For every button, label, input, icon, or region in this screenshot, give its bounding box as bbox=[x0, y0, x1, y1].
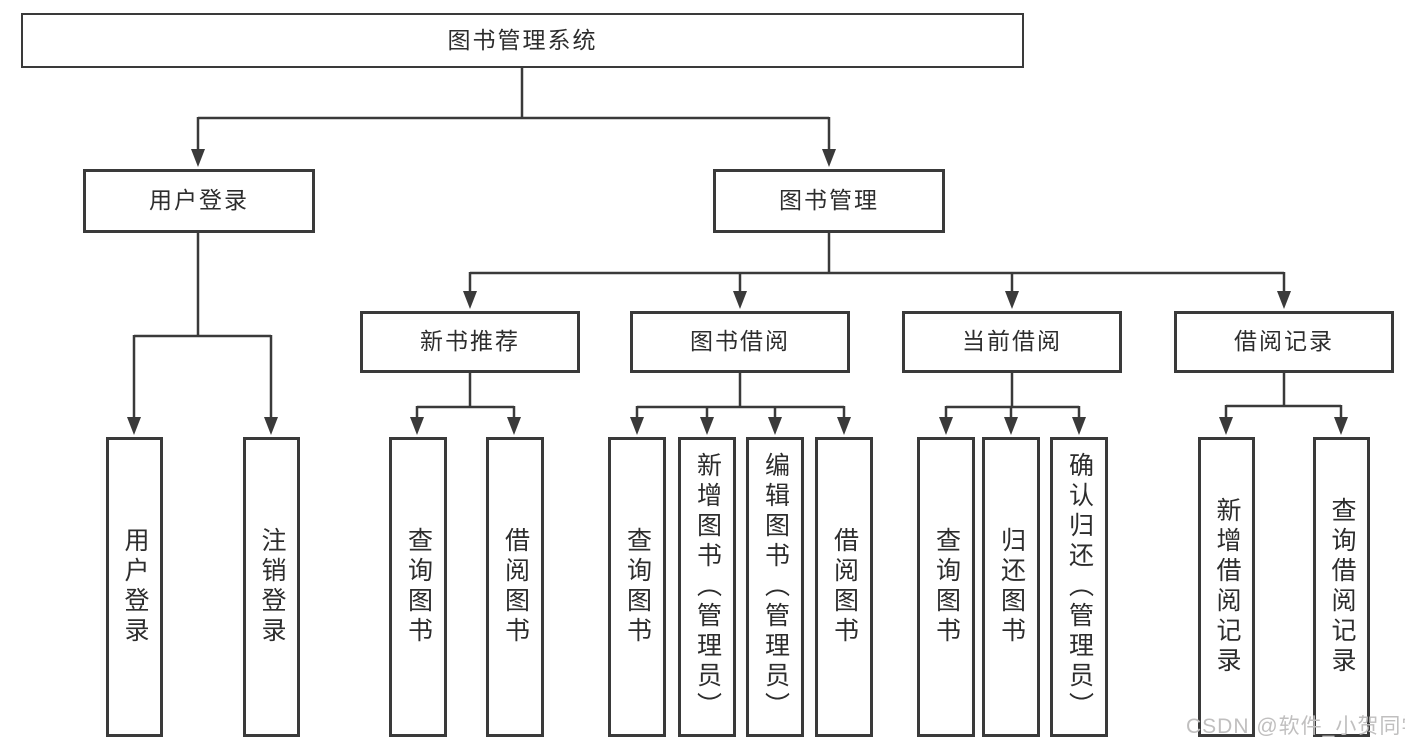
leaf-records-add-record: 新增借阅记录 bbox=[1198, 437, 1255, 737]
leaf-borrowing-add-books-admin: 新增图书（管理员） bbox=[678, 437, 736, 737]
leaf-borrowing-query-books: 查询图书 bbox=[608, 437, 666, 737]
node-user-login: 用户登录 bbox=[83, 169, 315, 233]
leaf-current-return-books: 归还图书 bbox=[982, 437, 1040, 737]
leaf-borrowing-edit-books-admin: 编辑图书（管理员） bbox=[746, 437, 804, 737]
node-book-management: 图书管理 bbox=[713, 169, 945, 233]
leaf-recommend-query-books: 查询图书 bbox=[389, 437, 447, 737]
node-borrowing-records: 借阅记录 bbox=[1174, 311, 1394, 373]
node-root-library-system: 图书管理系统 bbox=[21, 13, 1024, 68]
leaf-user-login: 用户登录 bbox=[106, 437, 163, 737]
leaf-current-query-books: 查询图书 bbox=[917, 437, 975, 737]
node-book-borrowing: 图书借阅 bbox=[630, 311, 850, 373]
leaf-logout: 注销登录 bbox=[243, 437, 300, 737]
node-current-borrowing: 当前借阅 bbox=[902, 311, 1122, 373]
leaf-current-confirm-return-admin: 确认归还（管理员） bbox=[1050, 437, 1108, 737]
node-new-book-recommend: 新书推荐 bbox=[360, 311, 580, 373]
leaf-recommend-borrow-books: 借阅图书 bbox=[486, 437, 544, 737]
watermark-text: CSDN @软件_小贺同学 bbox=[1186, 715, 1405, 738]
leaf-records-query-record: 查询借阅记录 bbox=[1313, 437, 1370, 737]
leaf-borrowing-borrow-books: 借阅图书 bbox=[815, 437, 873, 737]
arrowheads bbox=[127, 149, 1348, 435]
